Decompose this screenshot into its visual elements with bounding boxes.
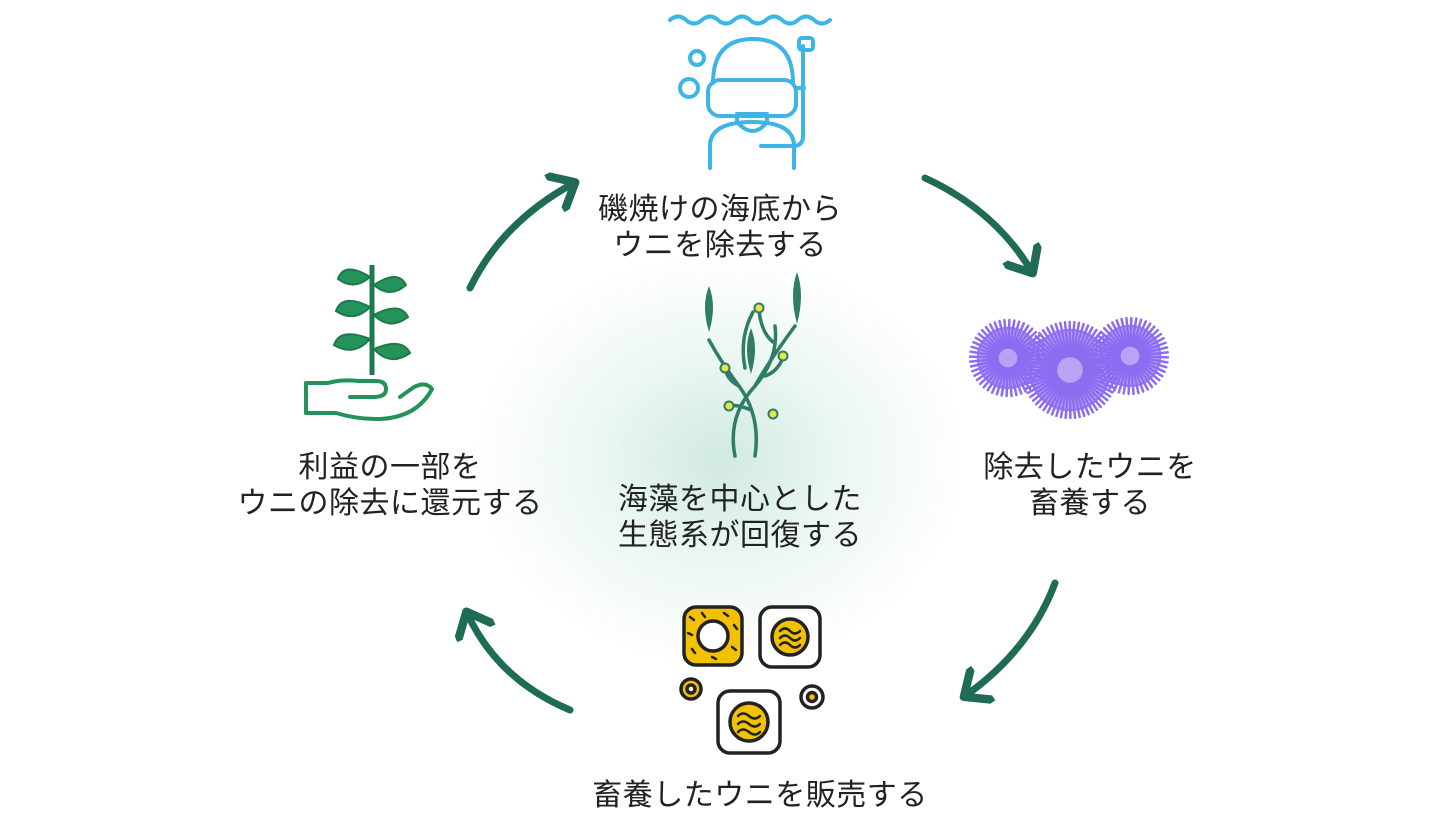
uni-sushi-icon [679, 605, 825, 755]
step-remove-line2: ウニを除去する [613, 228, 827, 263]
step-sell-label: 畜養したウニを販売する [560, 778, 960, 814]
step-return-label: 利益の一部を ウニの除去に還元する [220, 450, 560, 522]
step-return-line1: 利益の一部を [298, 450, 482, 485]
arrow-bottom-left [467, 613, 574, 714]
arrow-top-right [921, 174, 1032, 272]
sea-urchin-icon [968, 316, 1170, 420]
step-remove-label: 磯焼けの海底から ウニを除去する [560, 192, 880, 264]
step-sell-line1: 畜養したウニを販売する [592, 778, 928, 813]
center-line2: 生態系が回復する [618, 518, 862, 553]
arrow-bottom-right [965, 579, 1059, 696]
step-farm-line2: 畜養する [1029, 486, 1151, 521]
step-remove-line1: 磯焼けの海底から [598, 192, 842, 227]
step-return-line2: ウニの除去に還元する [237, 486, 543, 521]
center-label: 海藻を中心とした 生態系が回復する [590, 482, 890, 554]
center-line1: 海藻を中心とした [618, 482, 862, 517]
center-glow [470, 250, 970, 670]
sprout-in-hand-icon [304, 265, 434, 421]
step-farm-label: 除去したウニを 畜養する [960, 450, 1220, 522]
diver-icon [668, 14, 832, 170]
arrow-top-left [466, 183, 574, 292]
seaweed-icon [705, 272, 801, 458]
step-farm-line1: 除去したウニを [983, 450, 1197, 485]
